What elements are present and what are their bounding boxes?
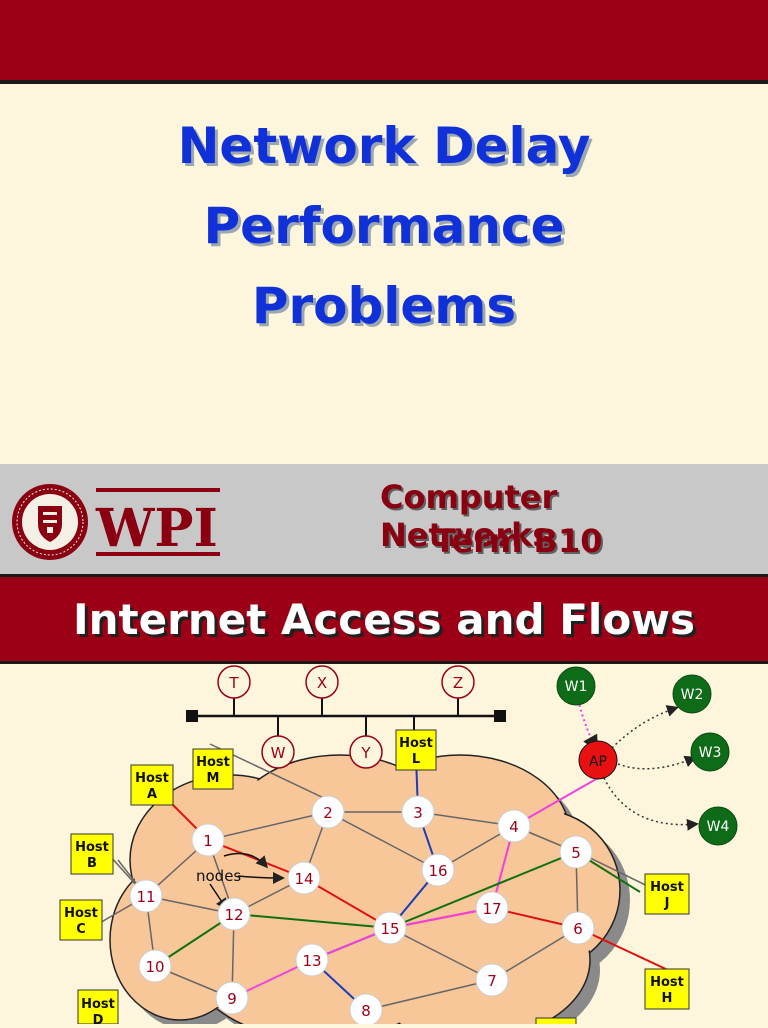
wireless-label: W2 — [681, 687, 704, 703]
title-line-2: Performance — [203, 197, 565, 255]
section-bar: Internet Access and Flows — [0, 574, 768, 664]
wpi-logo-graphic: WPI — [12, 484, 220, 560]
wireless-label: W3 — [699, 745, 722, 761]
node-15 — [373, 911, 407, 945]
node-label: 7 — [487, 972, 497, 990]
host-label: Host — [135, 771, 169, 786]
wpi-logo: WPI — [10, 482, 230, 562]
host-m — [192, 748, 234, 790]
bus-terminator-left — [186, 710, 198, 722]
node-6 — [561, 911, 595, 945]
station-label: Z — [453, 674, 463, 692]
host-a — [130, 764, 174, 806]
station-x — [305, 665, 339, 699]
host-h — [644, 968, 690, 1010]
node-11 — [129, 879, 163, 913]
node-label: 3 — [413, 804, 423, 822]
wireless-label: W4 — [707, 819, 730, 835]
node-13 — [295, 943, 329, 977]
section-title: Internet Access and Flows — [73, 595, 695, 644]
node-2 — [311, 795, 345, 829]
title-line-1: Network Delay — [177, 117, 591, 175]
node-label: 2 — [323, 804, 333, 822]
host-label: M — [207, 771, 220, 786]
node-9 — [215, 981, 249, 1015]
node-label: 10 — [145, 958, 164, 976]
host-label: Host — [650, 975, 684, 990]
node-16 — [421, 853, 455, 887]
wpi-wordmark: WPI — [95, 498, 218, 559]
node-label: 15 — [380, 920, 399, 938]
node-label: 11 — [136, 888, 155, 906]
node-label: 6 — [573, 920, 583, 938]
bus-terminator-right — [494, 710, 506, 722]
node-label: 14 — [294, 870, 313, 888]
brand-bar: WPI Computer Networks Term B10 — [0, 464, 768, 574]
node-7 — [475, 963, 509, 997]
node-label: 5 — [571, 844, 581, 862]
host-label: Host — [64, 906, 98, 921]
host-b — [70, 833, 114, 875]
host-label: H — [662, 991, 673, 1006]
node-17 — [475, 891, 509, 925]
host-label: Host — [81, 997, 115, 1012]
node-3 — [401, 795, 435, 829]
node-14 — [287, 861, 321, 895]
host-l — [395, 729, 437, 771]
wireless-station-w3 — [690, 732, 730, 772]
station-w — [261, 735, 295, 769]
title-area — [0, 84, 768, 464]
course-term: Term B10 — [434, 522, 603, 560]
node-label: 8 — [361, 1002, 371, 1020]
host-label: D — [93, 1013, 104, 1024]
access-point — [578, 740, 618, 780]
station-label: T — [228, 674, 239, 692]
node-label: 12 — [224, 906, 243, 924]
host-label: Host — [399, 736, 433, 751]
station-label: Y — [360, 744, 371, 762]
host-label: L — [412, 752, 420, 767]
node-label: 16 — [428, 862, 447, 880]
host-d — [77, 989, 119, 1025]
host-label: B — [87, 856, 97, 871]
course-name: Computer Networks — [380, 478, 558, 554]
page-title: Network Delay Performance Problems — [0, 106, 768, 346]
node-label: 9 — [227, 990, 237, 1008]
node-label: 17 — [482, 900, 501, 918]
wireless-station-w4 — [698, 806, 738, 846]
network-diagram: nodes T X Z W Y AP W1 W2 W3 W4 — [0, 660, 768, 1028]
node-5 — [559, 835, 593, 869]
wireless-links — [603, 705, 699, 831]
node-12 — [217, 897, 251, 931]
station-t — [217, 665, 251, 699]
access-point-label: AP — [589, 754, 607, 770]
station-z — [441, 665, 475, 699]
host-label: J — [664, 896, 670, 911]
host-label: Host — [650, 880, 684, 895]
station-label: W — [271, 744, 286, 762]
host-c — [59, 899, 103, 941]
host-label: C — [76, 922, 86, 937]
station-label: X — [317, 674, 327, 692]
host-j — [644, 873, 690, 915]
node-10 — [138, 949, 172, 983]
title-line-3: Problems — [251, 277, 517, 335]
node-label: 4 — [509, 818, 519, 836]
node-label: 1 — [203, 832, 213, 850]
host-label: A — [147, 787, 157, 802]
node-1 — [191, 823, 225, 857]
wireless-link-w1 — [577, 699, 598, 752]
host-label: Host — [196, 755, 230, 770]
host-label: Host — [75, 840, 109, 855]
nodes-label: nodes — [196, 867, 241, 885]
node-4 — [497, 809, 531, 843]
station-y — [349, 735, 383, 769]
wireless-label: W1 — [565, 679, 588, 695]
top-banner — [0, 0, 768, 84]
wireless-station-w2 — [672, 674, 712, 714]
wireless-station-w1 — [556, 666, 596, 706]
node-label: 13 — [302, 952, 321, 970]
